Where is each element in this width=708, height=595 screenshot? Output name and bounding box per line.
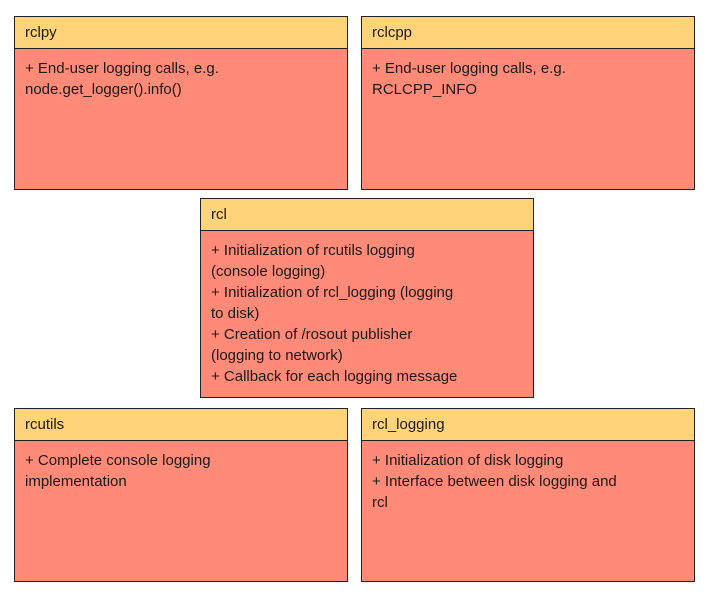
rcl-box: rcl + Initialization of rcutils logging … — [200, 198, 534, 398]
rcl-body: + Initialization of rcutils logging (con… — [201, 231, 533, 387]
rclcpp-box: rclcpp + End-user logging calls, e.g. RC… — [361, 16, 695, 190]
rcl-logging-line: + Interface between disk logging and — [372, 473, 617, 490]
rclcpp-body: + End-user logging calls, e.g. RCLCPP_IN… — [362, 49, 694, 100]
rcutils-line: implementation — [25, 473, 127, 490]
rcl-logging-line: + Initialization of disk logging — [372, 452, 564, 469]
rcutils-box: rcutils + Complete console logging imple… — [14, 408, 348, 582]
rclpy-body: + End-user logging calls, e.g. node.get_… — [15, 49, 347, 100]
rclcpp-title: rclcpp — [362, 17, 694, 49]
rcl-line: + Initialization of rcl_logging (logging — [211, 284, 454, 301]
rcl-line: (logging to network) — [211, 347, 343, 364]
rcutils-title: rcutils — [15, 409, 347, 441]
rclpy-line: + End-user logging calls, e.g. — [25, 60, 219, 77]
rclpy-box: rclpy + End-user logging calls, e.g. nod… — [14, 16, 348, 190]
rcl-logging-body: + Initialization of disk logging + Inter… — [362, 441, 694, 513]
rcl-logging-box: rcl_logging + Initialization of disk log… — [361, 408, 695, 582]
rcl-line: (console logging) — [211, 263, 326, 280]
rcl-line: + Callback for each logging message — [211, 368, 458, 385]
rclpy-line: node.get_logger().info() — [25, 81, 182, 98]
rcl-title: rcl — [201, 199, 533, 231]
rclpy-title: rclpy — [15, 17, 347, 49]
rcl-logging-title: rcl_logging — [362, 409, 694, 441]
rclcpp-line: RCLCPP_INFO — [372, 81, 478, 98]
rcutils-body: + Complete console logging implementatio… — [15, 441, 347, 492]
rclcpp-line: + End-user logging calls, e.g. — [372, 60, 566, 77]
rcutils-line: + Complete console logging — [25, 452, 211, 469]
rcl-logging-line: rcl — [372, 494, 388, 511]
rcl-line: + Creation of /rosout publisher — [211, 326, 413, 343]
rcl-line: + Initialization of rcutils logging — [211, 242, 415, 259]
rcl-line: to disk) — [211, 305, 260, 322]
